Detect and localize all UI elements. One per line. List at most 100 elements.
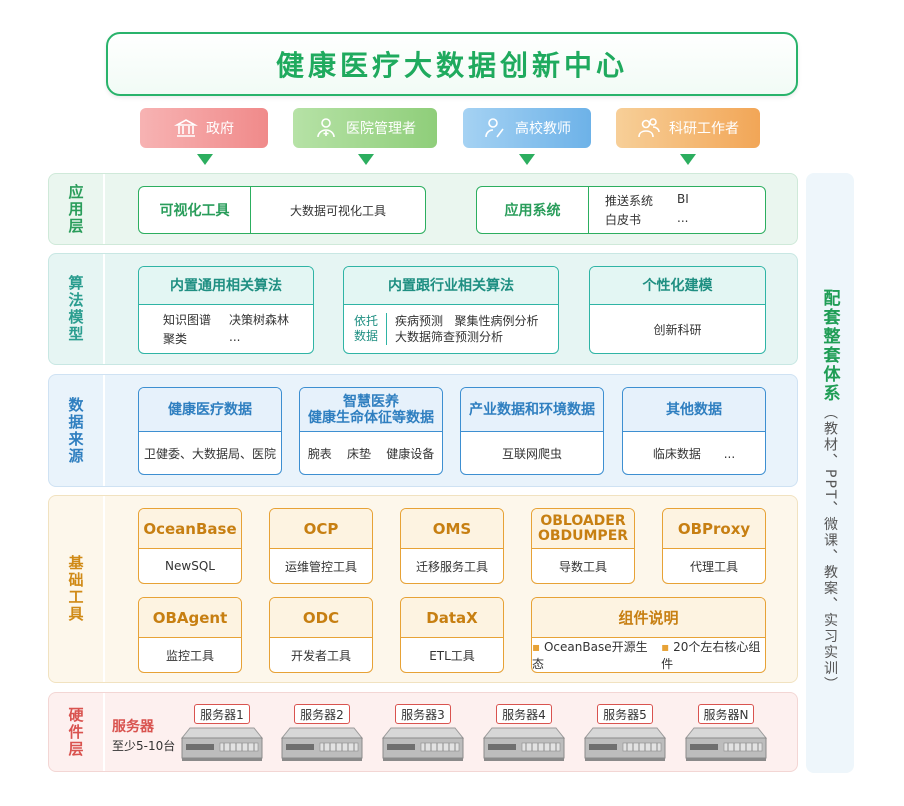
industry-algorithm-card: 内置跟行业相关算法 依托数据 疾病预测 聚集性病例分析 大数据筛查预测分析 xyxy=(343,266,559,354)
server-1: 服务器1 xyxy=(180,704,264,766)
general-algorithm-card: 内置通用相关算法 知识图谱 决策树森林 聚类 ... xyxy=(138,266,314,354)
card-body: 大数据可视化工具 xyxy=(289,203,386,218)
card-body: 运维管控工具 xyxy=(284,559,357,574)
teacher-icon xyxy=(485,118,504,138)
hardware-title: 服务器 xyxy=(112,719,154,735)
item: 决策树森林 xyxy=(229,313,290,327)
note-item: ▪ 20个左右核心组件 xyxy=(661,640,761,671)
role-government: 政府 xyxy=(140,108,268,148)
tool-card-datax: DataX ETL工具 xyxy=(400,597,504,673)
card-body: 迁移服务工具 xyxy=(415,559,488,574)
server-rack-icon xyxy=(482,727,566,761)
item: 聚集性病例分析 xyxy=(454,314,539,328)
role-label: 医院管理者 xyxy=(346,121,416,137)
card-head: 其他数据 xyxy=(623,388,765,432)
tool-card-obproxy: OBProxy 代理工具 xyxy=(662,508,766,584)
role-label: 科研工作者 xyxy=(669,121,739,137)
item: 推送系统 xyxy=(605,194,654,208)
side-subtitle: （教材、PPT、微课、教案、实习实训） xyxy=(822,405,838,693)
server-4: 服务器4 xyxy=(482,704,566,766)
layer-label: 算法模型 xyxy=(49,254,105,364)
item: 白皮书 xyxy=(605,213,642,227)
card-body: 互联网爬虫 xyxy=(501,446,562,461)
card-head: 智慧医养 健康生命体征等数据 xyxy=(300,388,442,432)
server-rack-icon xyxy=(684,727,768,761)
role-label: 政府 xyxy=(206,121,234,137)
custom-modeling-card: 个性化建模 创新科研 xyxy=(589,266,766,354)
note-item: ▪ OceanBase开源生态 xyxy=(532,640,648,671)
role-label: 高校教师 xyxy=(515,121,571,137)
layer-label: 硬件层 xyxy=(49,693,105,771)
item: 大数据筛查预测分析 xyxy=(395,330,504,344)
card-head: OBLOADER OBDUMPER xyxy=(532,509,634,549)
card-head: OCP xyxy=(270,509,372,549)
card-body: 开发者工具 xyxy=(290,648,351,663)
application-system-card: 应用系统 推送系统 BI 白皮书 ... xyxy=(476,186,766,234)
role-teacher: 高校教师 xyxy=(463,108,591,148)
card-head: 内置通用相关算法 xyxy=(139,267,313,305)
layer-label: 应用层 xyxy=(49,174,105,244)
arrow-down-icon xyxy=(358,154,374,165)
side-title: 配套整套体系 xyxy=(819,289,840,403)
server-rack-icon xyxy=(381,727,465,761)
server-label: 服务器3 xyxy=(395,704,451,724)
card-head: 可视化工具 xyxy=(139,187,251,233)
tool-card-oceanbase: OceanBase NewSQL xyxy=(138,508,242,584)
server-label: 服务器2 xyxy=(294,704,350,724)
arrow-down-icon xyxy=(680,154,696,165)
server-rack-icon xyxy=(280,727,364,761)
other-data-card: 其他数据 临床数据 ... xyxy=(622,387,766,475)
role-hospital-manager: 医院管理者 xyxy=(293,108,437,148)
page-title: 健康医疗大数据创新中心 xyxy=(275,49,628,82)
card-head: OBProxy xyxy=(663,509,765,549)
card-body: 代理工具 xyxy=(689,559,738,574)
server-3: 服务器3 xyxy=(381,704,465,766)
tool-card-odc: ODC 开发者工具 xyxy=(269,597,373,673)
title-banner: 健康医疗大数据创新中心 xyxy=(106,32,798,96)
item: 疾病预测 xyxy=(395,314,444,328)
item: ... xyxy=(229,330,241,344)
tool-card-ocp: OCP 运维管控工具 xyxy=(269,508,373,584)
card-head: 产业数据和环境数据 xyxy=(461,388,603,432)
component-note-card: 组件说明 ▪ OceanBase开源生态 ▪ 20个左右核心组件 xyxy=(531,597,766,673)
card-body: 临床数据 ... xyxy=(652,446,736,461)
server-label: 服务器5 xyxy=(597,704,653,724)
industry-data-card: 产业数据和环境数据 互联网爬虫 xyxy=(460,387,604,475)
researchers-icon xyxy=(638,118,660,138)
server-rack-icon xyxy=(583,727,667,761)
hospital-manager-icon xyxy=(317,118,335,138)
card-head: ODC xyxy=(270,598,372,638)
elderly-care-data-card: 智慧医养 健康生命体征等数据 腕表 床垫 健康设备 xyxy=(299,387,443,475)
arrow-down-icon xyxy=(519,154,535,165)
health-data-card: 健康医疗数据 卫健委、大数据局、医院 xyxy=(138,387,282,475)
role-researchers: 科研工作者 xyxy=(616,108,760,148)
card-head: OceanBase xyxy=(139,509,241,549)
card-body: ETL工具 xyxy=(429,648,475,663)
layer-label: 数据来源 xyxy=(49,375,105,486)
card-body: 卫健委、大数据局、医院 xyxy=(143,446,276,461)
item: 聚类 xyxy=(162,332,187,346)
server-label: 服务器N xyxy=(698,704,754,724)
card-body: 腕表 床垫 健康设备 xyxy=(307,446,435,461)
side-label: 依托数据 xyxy=(354,314,379,343)
hardware-subtitle: 至少5-10台 xyxy=(112,739,176,753)
card-head: 组件说明 xyxy=(532,598,765,638)
item: 知识图谱 xyxy=(162,313,211,327)
card-body: 导数工具 xyxy=(558,559,607,574)
item: ... xyxy=(677,211,689,225)
server-2: 服务器2 xyxy=(280,704,364,766)
card-head: 个性化建模 xyxy=(590,267,765,305)
server-label: 服务器4 xyxy=(496,704,552,724)
supporting-system-panel: 配套整套体系 （教材、PPT、微课、教案、实习实训） xyxy=(806,173,854,773)
server-6: 服务器N xyxy=(684,704,768,766)
tool-card-obagent: OBAgent 监控工具 xyxy=(138,597,242,673)
card-head: OMS xyxy=(401,509,503,549)
layer-label: 基础工具 xyxy=(49,496,105,682)
server-rack-icon xyxy=(180,727,264,761)
card-head: 应用系统 xyxy=(477,187,589,233)
card-body: 监控工具 xyxy=(165,648,214,663)
tool-card-obloader: OBLOADER OBDUMPER 导数工具 xyxy=(531,508,635,584)
card-head: OBAgent xyxy=(139,598,241,638)
tool-card-oms: OMS 迁移服务工具 xyxy=(400,508,504,584)
government-building-icon xyxy=(174,119,198,137)
